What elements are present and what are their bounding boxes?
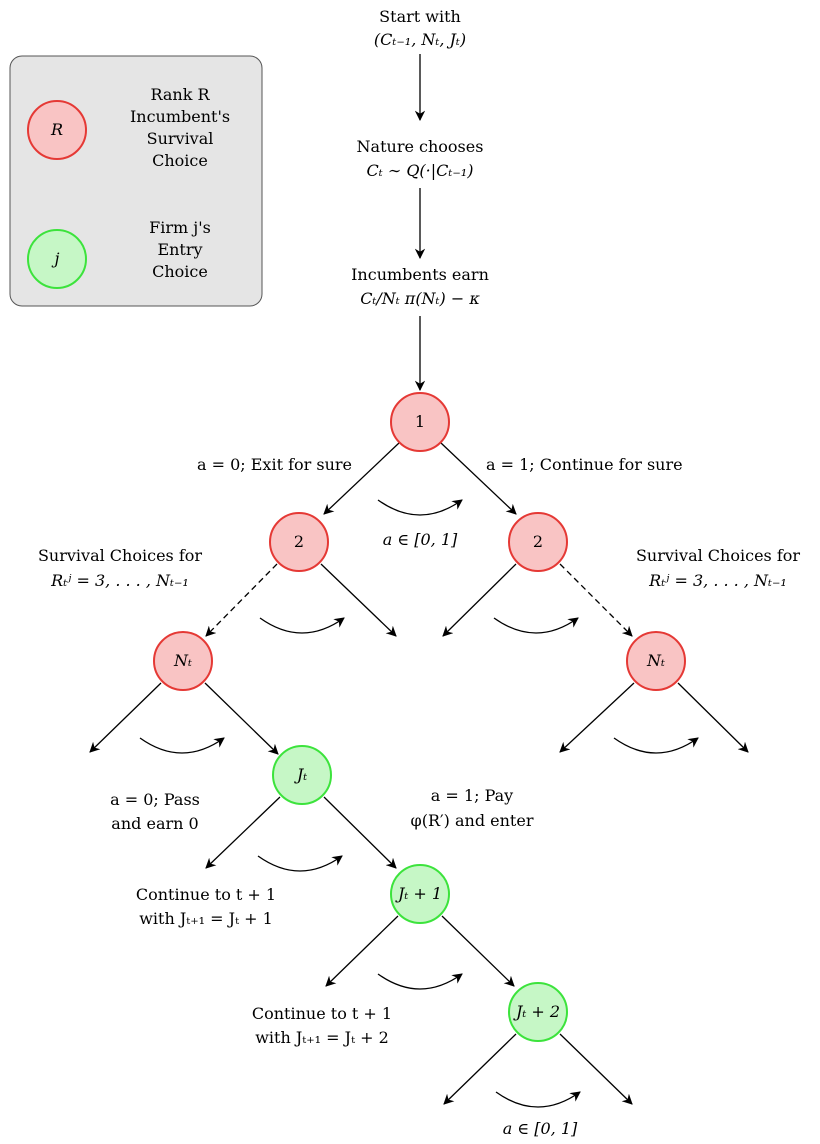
edge-1-to-2-left: [323, 442, 400, 515]
node-rank-1[interactable]: 1: [390, 392, 450, 452]
earn-line-1: Incumbents earn: [351, 265, 489, 284]
node-rank-2-right[interactable]: 2: [508, 512, 568, 572]
node-rank-nt-right[interactable]: Nₜ: [626, 631, 686, 691]
label-cont2-1: Continue to t + 1: [252, 1004, 392, 1023]
edge-jt-to-jt1: [323, 796, 397, 869]
label-survival-right-1: Survival Choices for: [636, 546, 800, 565]
edge-2-left-to-right: [320, 563, 397, 637]
label-survival-left-1: Survival Choices for: [38, 546, 202, 565]
node-firm-jt-plus-2[interactable]: Jₜ + 2: [508, 982, 568, 1042]
label-survival-left-2: Rₜʲ = 3, . . . , Nₜ₋₁: [50, 571, 189, 590]
node-firm-jt-plus-1-label: Jₜ + 1: [395, 884, 442, 903]
edge-2-right-to-nt-right: [559, 563, 633, 637]
edge-nt-right-to-right: [677, 682, 749, 753]
node-rank-nt-right-label: Nₜ: [646, 651, 665, 670]
edge-jt2-to-left: [443, 1033, 517, 1105]
node-rank-2-left[interactable]: 2: [269, 512, 329, 572]
mix-arc-2-left: [259, 617, 345, 634]
label-continue: a = 1; Continue for sure: [486, 455, 683, 474]
mix-arc-jt2: [495, 1091, 581, 1108]
edge-nt-left-to-pass: [89, 682, 162, 753]
label-cont2-2: with Jₜ₊₁ = Jₜ + 2: [255, 1028, 389, 1047]
node-firm-jt[interactable]: Jₜ: [272, 745, 332, 805]
label-survival-right-2: Rₜʲ = 3, . . . , Nₜ₋₁: [648, 571, 787, 590]
legend-green-line-3: Choice: [152, 262, 208, 281]
mix-arc-top: [377, 499, 463, 516]
legend-red-line-1: Rank R: [150, 85, 210, 104]
mix-arc-jt: [257, 855, 343, 872]
node-rank-nt-left-label: Nₜ: [173, 651, 192, 670]
mix-arc-jt1: [377, 973, 463, 990]
edge-nt-left-to-jt: [204, 682, 279, 755]
label-pass-2: and earn 0: [111, 814, 198, 833]
edge-jt1-to-cont2: [325, 915, 399, 987]
nature-line-1: Nature chooses: [357, 137, 484, 156]
edge-2-right-to-left: [442, 563, 517, 637]
node-rank-2-right-label: 2: [533, 532, 543, 551]
edge-jt-to-cont1: [205, 796, 281, 869]
label-pay-2: φ(R′) and enter: [411, 811, 534, 830]
legend-red-line-3: Survival: [147, 129, 214, 148]
legend-green-node: j: [27, 229, 87, 289]
node-rank-nt-left[interactable]: Nₜ: [153, 631, 213, 691]
start-line-2: (Cₜ₋₁, Nₜ, Jₜ): [374, 30, 466, 49]
label-exit: a = 0; Exit for sure: [197, 455, 352, 474]
node-firm-jt-label: Jₜ: [294, 765, 307, 784]
earn-line-2: Cₜ/Nₜ π(Nₜ) − κ: [360, 289, 480, 308]
node-rank-2-left-label: 2: [294, 532, 304, 551]
node-firm-jt-plus-2-label: Jₜ + 2: [513, 1002, 560, 1021]
legend-red-line-2: Incumbent's: [130, 107, 230, 126]
legend-red-symbol: R: [50, 120, 63, 139]
legend-green-line-2: Entry: [157, 240, 202, 259]
legend-green-line-1: Firm j's: [149, 218, 211, 237]
mix-arc-2-right: [493, 617, 579, 634]
label-pass-1: a = 0; Pass: [110, 790, 200, 809]
label-mix-top: a ∈ [0, 1]: [383, 530, 458, 549]
nature-line-2: Cₜ ∼ Q(·|Cₜ₋₁): [367, 161, 474, 180]
edge-jt2-to-right: [559, 1033, 633, 1105]
legend-red-line-4: Choice: [152, 151, 208, 170]
node-firm-jt-plus-1[interactable]: Jₜ + 1: [390, 864, 450, 924]
mix-arc-nt-left: [139, 737, 225, 754]
start-line-1: Start with: [379, 7, 461, 26]
label-pay-1: a = 1; Pay: [431, 786, 513, 805]
edge-nt-right-to-left: [559, 682, 635, 753]
legend-green-symbol: j: [52, 249, 60, 268]
edge-jt1-to-jt2: [441, 915, 515, 987]
legend-red-node: R: [27, 100, 87, 160]
edge-1-to-2-right: [440, 442, 517, 515]
label-mix-bottom: a ∈ [0, 1]: [503, 1119, 578, 1138]
legend-box: R Rank R Incumbent's Survival Choice j F…: [9, 55, 263, 307]
mix-arc-nt-right: [613, 737, 699, 754]
edge-2-left-to-nt-left: [205, 563, 278, 637]
label-cont1-1: Continue to t + 1: [136, 885, 276, 904]
label-cont1-2: with Jₜ₊₁ = Jₜ + 1: [139, 909, 273, 928]
node-rank-1-label: 1: [415, 412, 425, 431]
